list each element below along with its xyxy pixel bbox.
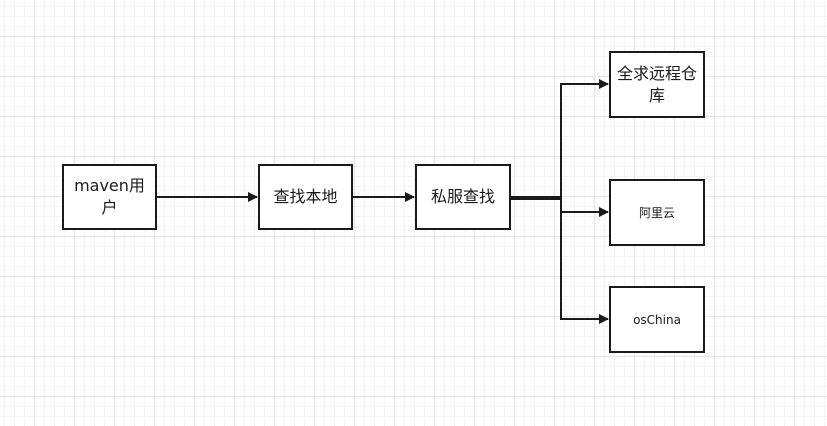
node-central-repository-label: 全求远程仓库 bbox=[617, 63, 698, 105]
node-maven-user-label: maven用户 bbox=[74, 176, 145, 217]
node-oschina: osChina bbox=[609, 286, 705, 353]
node-maven-user: maven用户 bbox=[62, 164, 157, 230]
edge-private-to-central bbox=[511, 79, 609, 198]
node-central-repository: 全求远程仓库 bbox=[609, 51, 705, 118]
node-private-server-label: 私服查找 bbox=[430, 187, 495, 206]
node-aliyun: 阿里云 bbox=[609, 179, 705, 246]
node-aliyun-label: 阿里云 bbox=[638, 205, 675, 220]
node-oschina-label: osChina bbox=[633, 312, 681, 327]
edge-private-to-oschina bbox=[511, 197, 609, 324]
node-find-local: 查找本地 bbox=[258, 164, 353, 230]
node-find-local-label: 查找本地 bbox=[273, 187, 338, 206]
node-private-server: 私服查找 bbox=[415, 164, 511, 230]
edge-private-to-aliyun bbox=[511, 198, 609, 217]
